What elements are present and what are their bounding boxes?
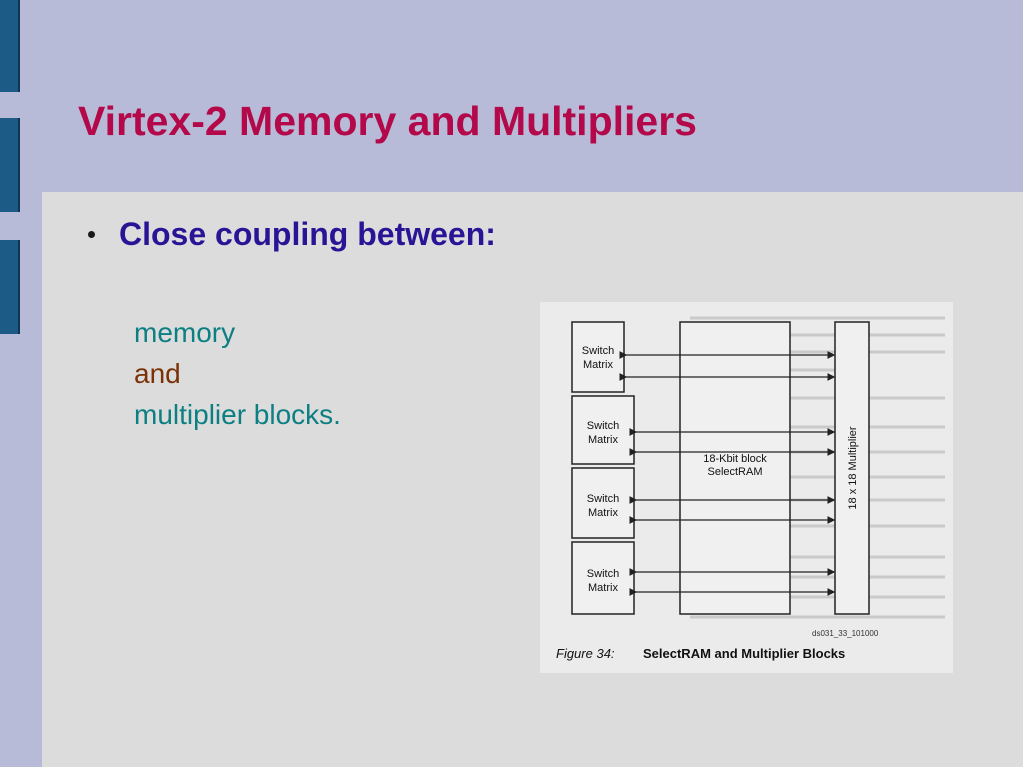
figure-diagram: Switch Matrix Switch Matrix Switch Matri… — [556, 316, 945, 661]
sub-item-and: and — [134, 358, 181, 389]
svg-text:Matrix: Matrix — [588, 582, 618, 594]
switch-matrix-4: Switch Matrix — [571, 541, 635, 615]
svg-text:Switch: Switch — [587, 420, 619, 432]
bullet-item: Close coupling between: — [88, 216, 496, 253]
svg-text:Switch: Switch — [587, 493, 619, 505]
sub-item-multiplier-blocks: multiplier blocks. — [134, 399, 341, 430]
figure-caption-prefix: Figure 34: — [556, 646, 615, 661]
figure-code: ds031_33_101000 — [812, 629, 879, 638]
bullet-dot-icon — [88, 231, 95, 238]
sub-list: memory and multiplier blocks. — [134, 312, 341, 435]
content-panel: Close coupling between: memory and multi… — [42, 192, 1023, 767]
svg-text:Switch: Switch — [582, 345, 614, 357]
connection-arrows — [619, 351, 836, 596]
svg-text:Matrix: Matrix — [588, 434, 618, 446]
svg-text:Matrix: Matrix — [583, 359, 613, 371]
svg-text:18-Kbit block: 18-Kbit block — [703, 453, 767, 465]
multiplier-block: 18 x 18 Multiplier — [834, 321, 870, 615]
slide-title: Virtex-2 Memory and Multipliers — [78, 98, 697, 144]
sub-item-memory: memory — [134, 317, 236, 348]
svg-text:SelectRAM: SelectRAM — [707, 466, 762, 478]
side-tab-1 — [0, 0, 20, 92]
figure-caption-title: SelectRAM and Multiplier Blocks — [643, 646, 845, 661]
switch-matrix-2: Switch Matrix — [571, 395, 635, 465]
svg-text:18 x 18 Multiplier: 18 x 18 Multiplier — [847, 426, 859, 509]
side-tab-3 — [0, 240, 20, 334]
bullet-text: Close coupling between: — [119, 216, 496, 252]
side-tab-2 — [0, 118, 20, 212]
svg-text:Switch: Switch — [587, 568, 619, 580]
svg-text:Matrix: Matrix — [588, 507, 618, 519]
switch-matrix-1: Switch Matrix — [571, 321, 625, 393]
selectram-multiplier-figure: Switch Matrix Switch Matrix Switch Matri… — [540, 302, 953, 673]
block-selectram: 18-Kbit block SelectRAM — [679, 321, 791, 615]
switch-matrix-3: Switch Matrix — [571, 467, 635, 539]
